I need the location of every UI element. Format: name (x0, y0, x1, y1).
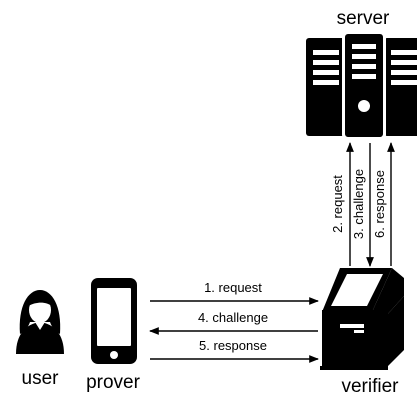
server-icon (306, 32, 417, 138)
prover-verifier-arrows (149, 297, 319, 363)
msg-request-to-verifier: 1. request (204, 280, 262, 295)
verifier-label: verifier (341, 376, 399, 394)
user-person-icon (16, 290, 64, 354)
server-tower-right (384, 38, 417, 136)
msg-response-to-verifier: 5. response (199, 338, 267, 353)
user-label: user (22, 368, 60, 389)
msg-response-to-server: 6. response (372, 170, 387, 238)
server-tower-left (306, 38, 346, 136)
server-verifier-arrows (346, 142, 395, 267)
server-label: server (337, 8, 390, 29)
prover-smartphone-icon (91, 278, 137, 364)
msg-request-to-server: 2. request (330, 175, 345, 233)
prover-label: prover (86, 372, 141, 393)
verifier-kiosk-icon (320, 268, 404, 370)
msg-challenge-from-server: 3. challenge (351, 169, 366, 239)
msg-challenge-to-prover: 4. challenge (198, 310, 268, 325)
server-tower-center (342, 32, 386, 138)
